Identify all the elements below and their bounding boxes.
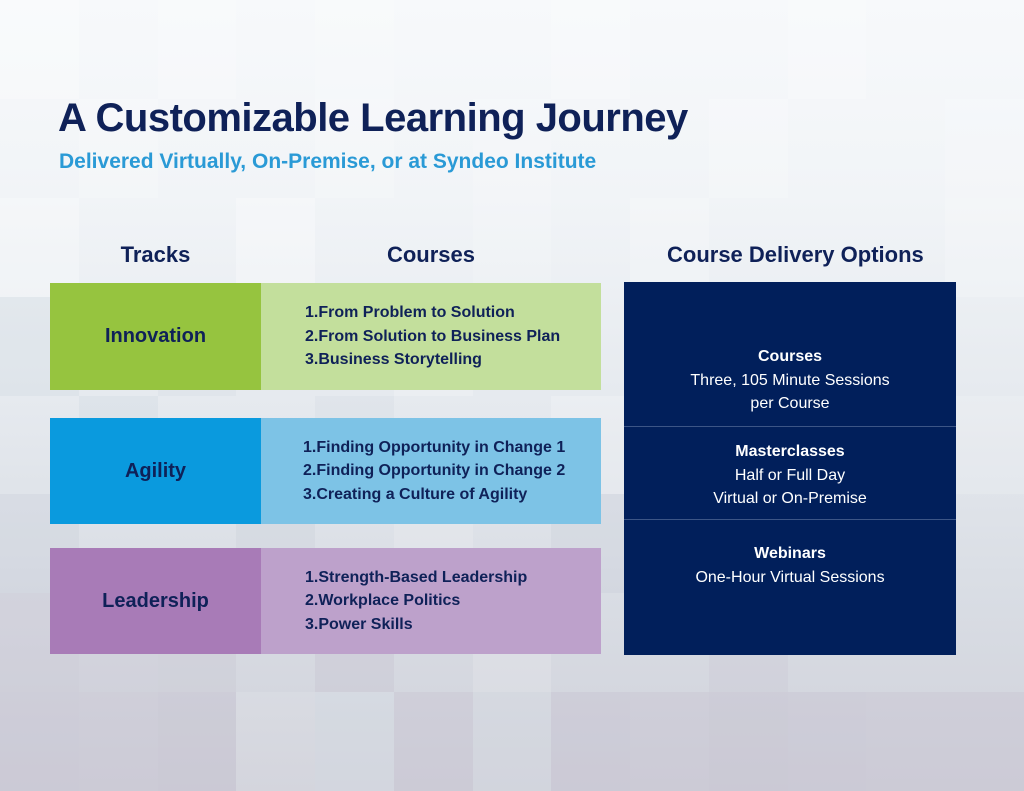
delivery-option-detail: Virtual or On-Premise (713, 490, 867, 507)
delivery-option-detail: Three, 105 Minute Sessions (690, 371, 890, 389)
course-list-agility: 1.Finding Opportunity in Change 1 2.Find… (261, 418, 601, 524)
section-divider (624, 519, 956, 520)
delivery-option-detail: Half or Full Day (734, 466, 846, 484)
track-label-leadership: Leadership (50, 548, 261, 654)
delivery-option-detail: per Course (750, 395, 830, 412)
course-item: 2.From Solution to Business Plan (305, 327, 561, 345)
course-item: 3.Creating a Culture of Agility (303, 485, 528, 503)
delivery-option-detail: One-Hour Virtual Sessions (695, 568, 885, 586)
column-header-delivery: Course Delivery Options (667, 242, 924, 267)
track-row-innovation: Innovation 1.From Problem to Solution 2.… (50, 283, 601, 390)
delivery-options-panel: Courses Three, 105 Minute Sessions per C… (624, 282, 956, 655)
track-label-innovation: Innovation (50, 283, 261, 390)
course-item: 1.Strength-Based Leadership (305, 568, 528, 586)
section-divider (624, 426, 956, 427)
course-item: 3.Power Skills (305, 615, 413, 633)
delivery-option-courses: Courses Three, 105 Minute Sessions per C… (624, 345, 956, 416)
course-item: 1.From Problem to Solution (305, 304, 515, 322)
track-label-agility: Agility (50, 418, 261, 524)
page-title: A Customizable Learning Journey (58, 96, 688, 140)
course-item: 3.Business Storytelling (305, 351, 482, 369)
page-subtitle: Delivered Virtually, On-Premise, or at S… (59, 150, 597, 173)
course-item: 1.Finding Opportunity in Change 1 (303, 438, 566, 456)
course-item: 2.Workplace Politics (305, 592, 461, 610)
delivery-option-masterclasses: Masterclasses Half or Full Day Virtual o… (624, 440, 956, 511)
track-row-leadership: Leadership 1.Strength-Based Leadership 2… (50, 548, 601, 654)
column-header-tracks: Tracks (120, 242, 191, 267)
delivery-option-heading: Masterclasses (735, 443, 845, 460)
course-list-leadership: 1.Strength-Based Leadership 2.Workplace … (261, 548, 601, 654)
delivery-option-heading: Webinars (754, 545, 826, 562)
delivery-option-heading: Courses (757, 348, 823, 365)
column-header-courses: Courses (386, 242, 476, 267)
delivery-option-webinars: Webinars One-Hour Virtual Sessions (624, 542, 956, 589)
track-row-agility: Agility 1.Finding Opportunity in Change … (50, 418, 601, 524)
course-list-innovation: 1.From Problem to Solution 2.From Soluti… (261, 283, 601, 390)
course-item: 2.Finding Opportunity in Change 2 (303, 462, 566, 480)
